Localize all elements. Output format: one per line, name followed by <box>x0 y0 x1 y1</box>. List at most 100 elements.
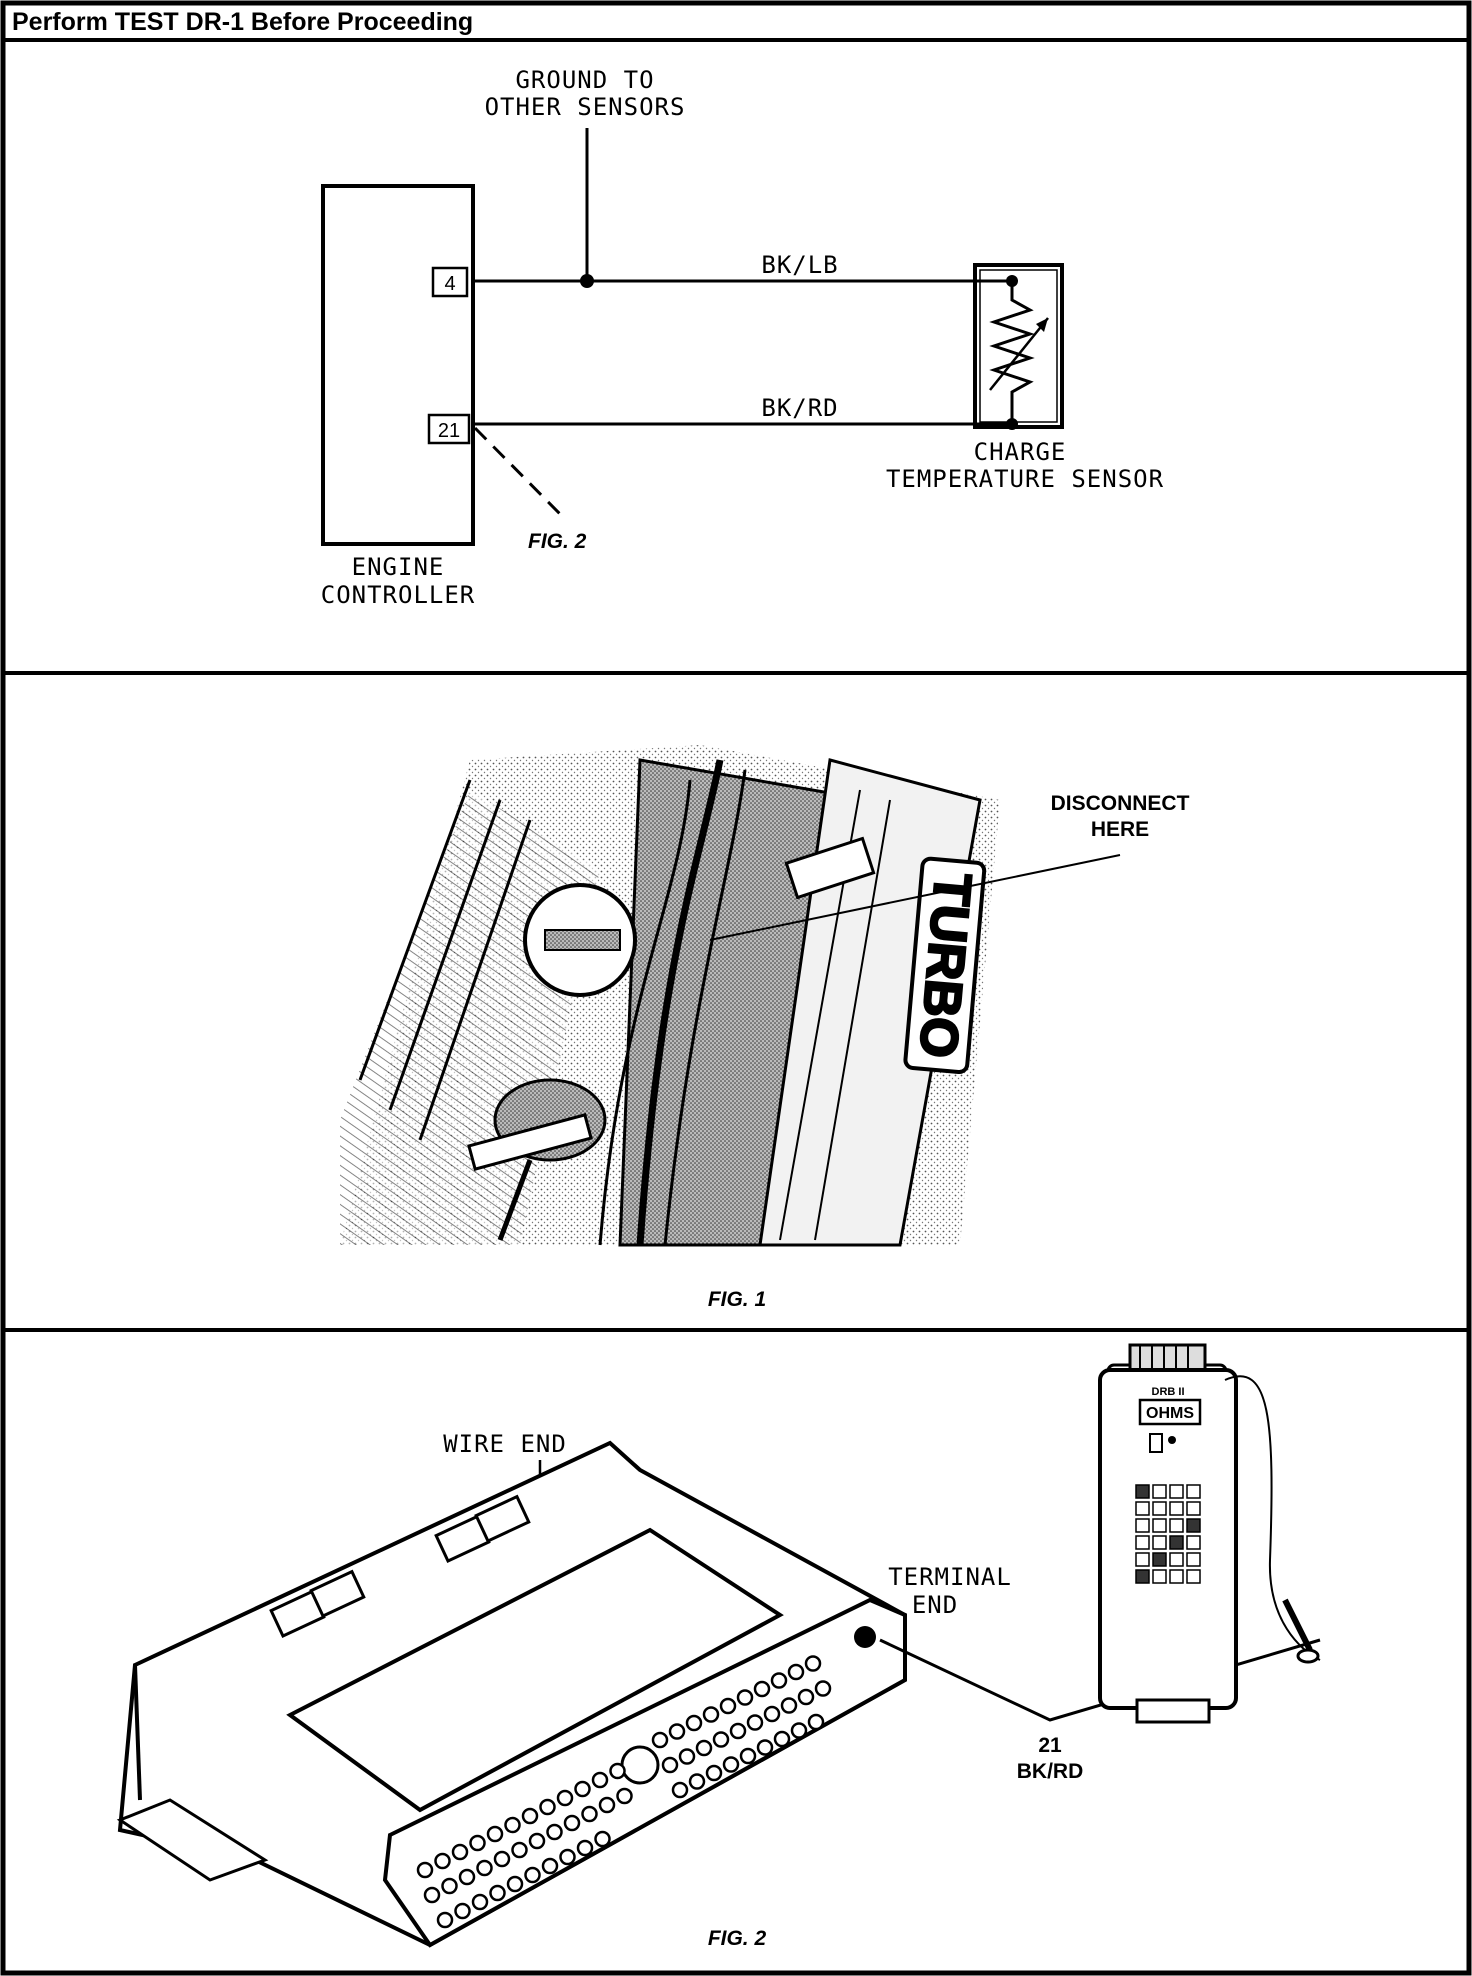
wiring-schematic: GROUND TO OTHER SENSORS 4 21 BK/LB BK/RD… <box>321 66 1164 609</box>
terminal-pin <box>722 1756 740 1773</box>
terminal-pin <box>705 1764 723 1782</box>
disconnect-leader <box>709 854 1121 941</box>
terminal-pin <box>807 1713 825 1731</box>
keypad-key <box>1152 1569 1167 1584</box>
terminal-pin <box>773 1730 791 1748</box>
meter-mode: OHMS <box>1146 1405 1194 1422</box>
keypad-key <box>1169 1484 1184 1499</box>
terminal-pin <box>780 1697 798 1714</box>
terminal-pin <box>594 1830 611 1848</box>
terminal-pin <box>616 1787 633 1805</box>
engine-illustration: TURBO DISCONNECT HERE <box>340 745 1190 1247</box>
fig-2-caption: FIG. 2 <box>708 1927 767 1950</box>
sensor-label-line2: TEMPERATURE SENSOR <box>886 465 1164 493</box>
terminal-pin <box>476 1859 493 1877</box>
terminal-pin <box>434 1852 451 1870</box>
terminal-pin <box>423 1886 441 1904</box>
fig-ref-leader <box>473 426 562 516</box>
terminal-pin <box>528 1832 546 1850</box>
fig-2-reference: FIG. 2 <box>528 530 587 553</box>
terminal-pin <box>685 1714 703 1732</box>
terminal-pin <box>695 1739 713 1757</box>
ground-label-line2: OTHER SENSORS <box>485 93 686 121</box>
terminal-pin <box>702 1706 720 1723</box>
terminal-pin <box>546 1823 563 1841</box>
page-title: Perform TEST DR-1 Before Proceeding <box>12 8 473 36</box>
engine-controller-box <box>321 184 475 546</box>
terminal-pin <box>489 1884 506 1902</box>
terminal-pin <box>729 1722 747 1740</box>
keypad-key <box>1169 1518 1184 1533</box>
pin-4-label: 4 <box>444 273 455 295</box>
keypad-key <box>1169 1552 1184 1567</box>
keypad-key <box>1186 1569 1201 1584</box>
probe-tip <box>1282 1598 1313 1652</box>
fig-1-caption: FIG. 1 <box>708 1288 766 1311</box>
terminal-pin <box>581 1805 598 1823</box>
probe-pin-label: 21 <box>1038 1734 1062 1757</box>
terminal-pin <box>524 1866 541 1884</box>
terminal-end-label-line2: END <box>912 1591 958 1619</box>
terminal-pin <box>678 1748 696 1765</box>
terminal-pin <box>506 1875 524 1893</box>
meter-cable <box>1224 1375 1321 1661</box>
terminal-end-label-line1: TERMINAL <box>888 1563 1012 1591</box>
terminal-pin <box>436 1911 454 1929</box>
terminal-pin <box>521 1807 539 1825</box>
connector-illustration: WIRE END TERMINAL END 21 BK/RD <box>116 1430 1321 1948</box>
terminal-pin <box>814 1680 832 1697</box>
ground-label-line1: GROUND TO <box>515 66 654 94</box>
sensor-label-line1: CHARGE <box>974 438 1067 466</box>
terminal-pin <box>598 1796 616 1814</box>
pin-21-box <box>427 413 471 445</box>
keypad-key <box>1186 1518 1201 1533</box>
disconnect-label-line2: HERE <box>1091 818 1149 841</box>
keypad-key <box>1135 1569 1150 1584</box>
wire-bk-rd-label: BK/RD <box>761 394 838 422</box>
terminal-pin <box>541 1857 559 1875</box>
terminal-pin <box>712 1731 730 1748</box>
probe-wire-label: BK/RD <box>1017 1760 1084 1783</box>
terminal-pin <box>486 1825 504 1843</box>
terminal-pin <box>763 1705 781 1723</box>
terminal-pin <box>661 1756 679 1774</box>
terminal-pins <box>416 1655 832 1929</box>
connector-icon <box>784 836 876 900</box>
terminal-pin <box>688 1773 706 1790</box>
keypad-key <box>1186 1552 1201 1567</box>
meter-brand: DRB II <box>1152 1386 1185 1398</box>
terminal-pin <box>671 1781 689 1799</box>
terminal-pin <box>609 1762 626 1780</box>
terminal-pin <box>576 1839 594 1857</box>
keypad-key <box>1152 1501 1167 1516</box>
terminal-pin <box>416 1861 434 1879</box>
keypad-key <box>1186 1501 1201 1516</box>
terminal-pin <box>574 1780 591 1798</box>
terminal-pin <box>451 1843 469 1861</box>
pin-21-label: 21 <box>438 420 460 442</box>
terminal-pin <box>454 1902 471 1920</box>
keypad-key <box>1152 1552 1167 1567</box>
pin-4-box <box>431 266 469 298</box>
wire-bk-lb-label: BK/LB <box>761 251 838 279</box>
thermistor-icon <box>989 281 1035 424</box>
keypad-key <box>1152 1484 1167 1499</box>
drb-ii-meter: DRB II OHMS <box>1098 1343 1321 1724</box>
keypad-key <box>1135 1501 1150 1516</box>
keypad-key <box>1135 1484 1150 1499</box>
terminal-pin <box>493 1850 511 1868</box>
turbo-emblem: TURBO <box>903 856 987 1075</box>
keypad-key <box>1169 1501 1184 1516</box>
pin-21-highlight <box>854 1626 876 1648</box>
terminal-pin <box>746 1714 764 1731</box>
terminal-pin <box>458 1868 476 1886</box>
svg-text:TURBO: TURBO <box>908 871 982 1060</box>
terminal-pin <box>736 1689 754 1706</box>
terminal-pin <box>504 1816 521 1834</box>
terminal-pin <box>471 1893 489 1911</box>
terminal-pin <box>790 1722 808 1739</box>
terminal-pin <box>770 1672 788 1689</box>
terminal-pin <box>591 1771 609 1789</box>
